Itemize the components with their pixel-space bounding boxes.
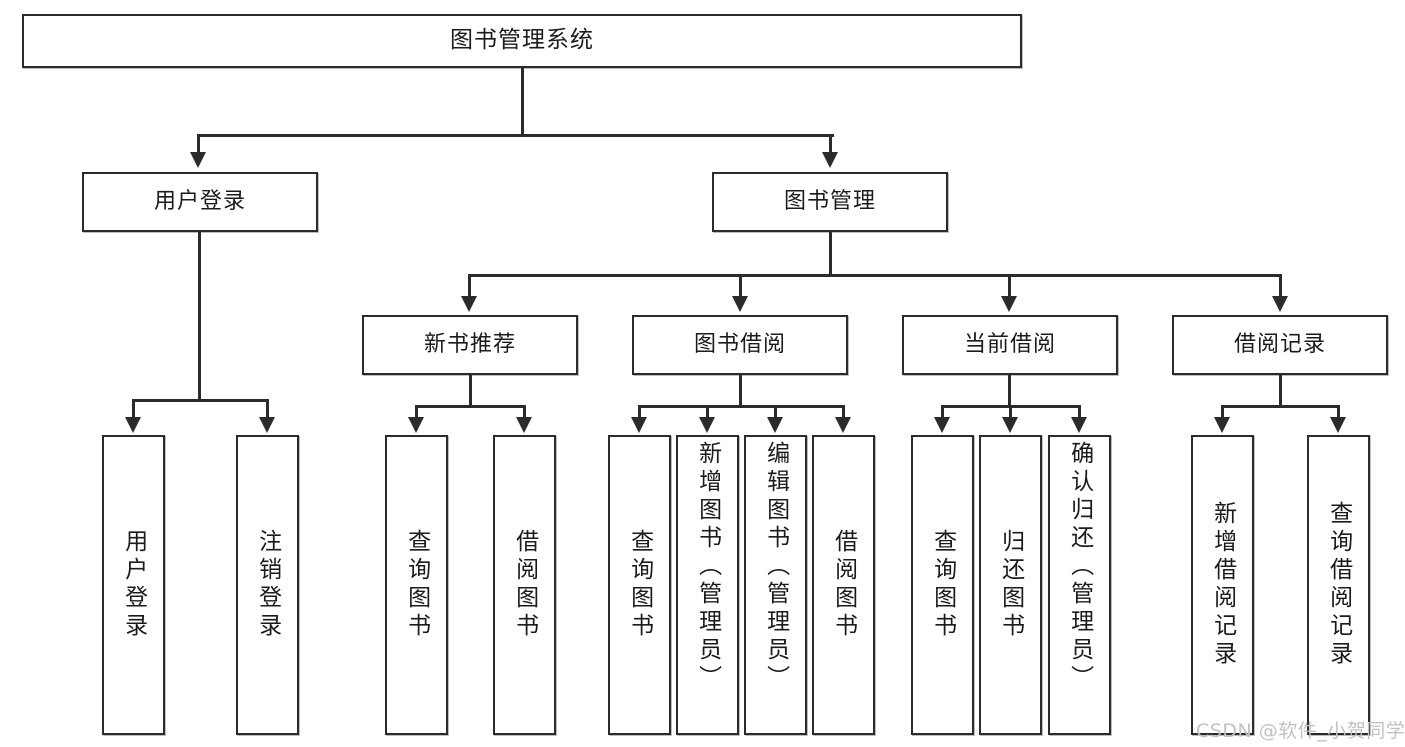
node-label: 查询借阅记录 <box>1325 501 1352 669</box>
leaf-query-book-recommend[interactable]: 查询图书 <box>385 435 448 735</box>
connector-borrow-leaf-2 <box>706 405 709 419</box>
connector-bookmgmt-c3 <box>1008 274 1011 298</box>
leaf-borrow-book[interactable]: 借阅图书 <box>812 435 875 735</box>
node-label: 新增借阅记录 <box>1209 501 1236 669</box>
connector-root-to-login <box>197 134 200 154</box>
leaf-query-book-borrow[interactable]: 查询图书 <box>608 435 671 735</box>
connector-borrow-bus <box>638 405 845 408</box>
node-label: 归还图书 <box>997 529 1024 641</box>
connector-record-bus <box>1221 405 1340 408</box>
leaf-return-book[interactable]: 归还图书 <box>979 435 1042 735</box>
connector-current-drop <box>1008 375 1011 407</box>
node-current-borrow[interactable]: 当前借阅 <box>902 315 1118 375</box>
arrow-login-leaf-1 <box>125 417 141 433</box>
arrow-recommend-leaf-1 <box>408 417 424 433</box>
connector-record-leaf-1 <box>1221 405 1224 419</box>
node-label: 借阅图书 <box>830 529 857 641</box>
node-user-login[interactable]: 用户登录 <box>82 172 318 232</box>
node-label: 新书推荐 <box>423 331 516 357</box>
arrow-bookmgmt-c2 <box>732 296 748 312</box>
node-label: 确认归还（管理员） <box>1066 441 1093 693</box>
leaf-user-login[interactable]: 用户登录 <box>102 435 165 735</box>
node-label: 查询图书 <box>626 529 653 641</box>
connector-bookmgmt-c1 <box>468 274 471 298</box>
connector-root-drop <box>521 68 524 136</box>
watermark-text: CSDN @软件_小贺同学 <box>1196 720 1405 742</box>
connector-login-drop <box>198 232 201 402</box>
leaf-add-borrow-record[interactable]: 新增借阅记录 <box>1191 435 1254 735</box>
node-borrow-record[interactable]: 借阅记录 <box>1172 315 1388 375</box>
connector-bookmgmt-drop <box>829 232 832 276</box>
connector-login-leaf-1 <box>132 399 135 419</box>
arrow-current-leaf-2 <box>1002 417 1018 433</box>
connector-bookmgmt-bus <box>468 274 1282 277</box>
leaf-borrow-book-recommend[interactable]: 借阅图书 <box>493 435 556 735</box>
connector-root-to-bookmgmt <box>829 134 832 154</box>
arrow-record-leaf-1 <box>1214 417 1230 433</box>
connector-borrow-leaf-3 <box>774 405 777 419</box>
arrow-bookmgmt-c4 <box>1272 296 1288 312</box>
connector-recommend-leaf-1 <box>415 405 418 419</box>
leaf-confirm-return-admin[interactable]: 确认归还（管理员） <box>1048 435 1111 735</box>
arrow-borrow-leaf-4 <box>835 417 851 433</box>
node-label: 图书管理系统 <box>450 27 594 54</box>
leaf-edit-book-admin[interactable]: 编辑图书（管理员） <box>744 435 807 735</box>
arrow-borrow-leaf-3 <box>767 417 783 433</box>
connector-current-leaf-3 <box>1078 405 1081 419</box>
arrow-bookmgmt-c1 <box>461 296 477 312</box>
node-label: 当前借阅 <box>963 331 1056 357</box>
node-label: 注销登录 <box>254 529 281 641</box>
connector-login-bus <box>132 399 269 402</box>
node-root-system[interactable]: 图书管理系统 <box>22 14 1022 68</box>
arrow-root-to-bookmgmt <box>822 152 838 168</box>
arrow-record-leaf-2 <box>1330 417 1346 433</box>
leaf-query-borrow-record[interactable]: 查询借阅记录 <box>1307 435 1370 735</box>
node-label: 用户登录 <box>153 188 246 214</box>
connector-recommend-leaf-2 <box>523 405 526 419</box>
node-label: 查询图书 <box>403 529 430 641</box>
node-label: 查询图书 <box>929 529 956 641</box>
arrow-bookmgmt-c3 <box>1001 296 1017 312</box>
connector-borrow-leaf-4 <box>842 405 845 419</box>
connector-recommend-drop <box>469 375 472 407</box>
node-label: 编辑图书（管理员） <box>762 441 789 693</box>
node-label: 新增图书（管理员） <box>694 441 721 693</box>
connector-root-bus <box>197 134 834 137</box>
arrow-recommend-leaf-2 <box>516 417 532 433</box>
arrow-login-leaf-2 <box>259 417 275 433</box>
node-label: 用户登录 <box>120 529 147 641</box>
connector-login-leaf-2 <box>266 399 269 419</box>
connector-borrow-drop <box>739 375 742 407</box>
connector-bookmgmt-c4 <box>1279 274 1282 298</box>
connector-record-drop <box>1279 375 1282 407</box>
connector-recommend-bus <box>415 405 526 408</box>
leaf-query-book-current[interactable]: 查询图书 <box>911 435 974 735</box>
leaf-logout[interactable]: 注销登录 <box>236 435 299 735</box>
arrow-current-leaf-1 <box>934 417 950 433</box>
arrow-borrow-leaf-1 <box>631 417 647 433</box>
node-label: 图书管理 <box>783 188 876 214</box>
connector-current-leaf-1 <box>941 405 944 419</box>
node-label: 图书借阅 <box>693 331 786 357</box>
leaf-add-book-admin[interactable]: 新增图书（管理员） <box>676 435 739 735</box>
arrow-root-to-login <box>190 152 206 168</box>
node-book-management[interactable]: 图书管理 <box>712 172 948 232</box>
connector-current-leaf-2 <box>1009 405 1012 419</box>
node-label: 借阅图书 <box>511 529 538 641</box>
node-book-borrow[interactable]: 图书借阅 <box>632 315 848 375</box>
connector-borrow-leaf-1 <box>638 405 641 419</box>
node-label: 借阅记录 <box>1233 331 1326 357</box>
arrow-borrow-leaf-2 <box>699 417 715 433</box>
connector-record-leaf-2 <box>1337 405 1340 419</box>
arrow-current-leaf-3 <box>1071 417 1087 433</box>
connector-bookmgmt-c2 <box>739 274 742 298</box>
node-new-book-recommend[interactable]: 新书推荐 <box>362 315 578 375</box>
